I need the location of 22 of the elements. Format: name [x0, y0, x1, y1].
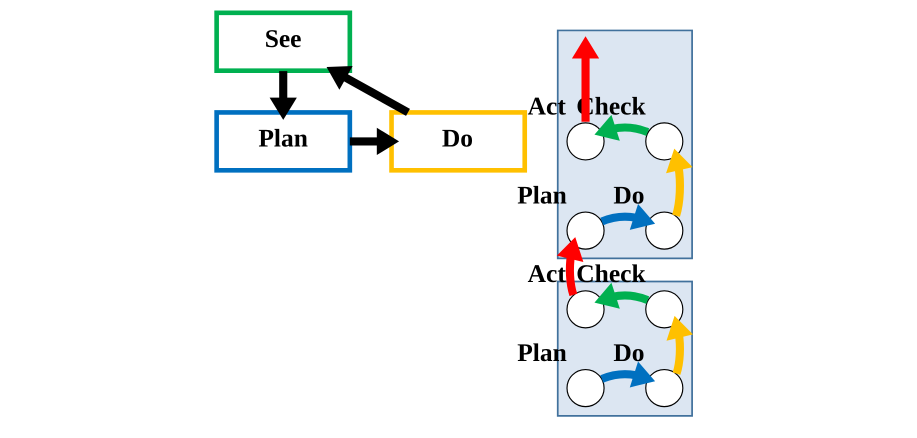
node-circle: [644, 290, 683, 328]
arrow: [666, 148, 692, 217]
arrow: [594, 282, 649, 309]
node-circle: [566, 290, 604, 328]
node-box: Do: [388, 110, 527, 173]
node-label: Act: [527, 259, 566, 288]
node-circle: [566, 211, 604, 250]
node-box: Plan: [214, 110, 352, 173]
node-circle: [566, 122, 604, 161]
node-circle: [644, 211, 683, 250]
arrow: [326, 66, 410, 116]
node-label: Do: [612, 180, 644, 210]
arrow: [269, 71, 296, 120]
arrow: [556, 237, 583, 296]
arrow: [571, 36, 599, 122]
node-circle: [644, 369, 683, 408]
node-circle: [566, 369, 604, 408]
arrow: [349, 128, 399, 156]
node-label: Do: [612, 338, 644, 368]
node-box: See: [214, 10, 352, 74]
node-circle: [644, 122, 683, 161]
arrow: [666, 316, 692, 375]
